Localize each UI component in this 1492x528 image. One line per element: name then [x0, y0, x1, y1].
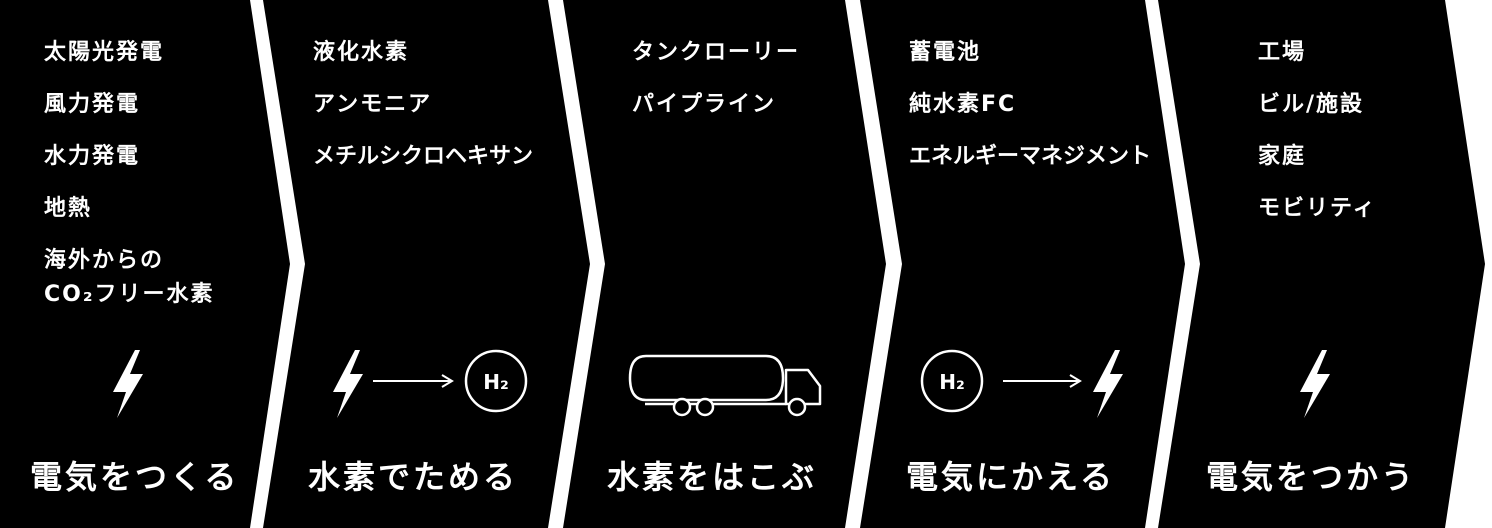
lightning-icon: [1093, 350, 1123, 418]
lightning-icon: [113, 350, 143, 418]
list-item: エネルギーマネジメント: [909, 144, 1152, 169]
list-item: ビル/施設: [1258, 92, 1365, 117]
step-1-items: 太陽光発電 風力発電 水力発電 地熱 海外からの CO₂フリー水素: [44, 40, 214, 334]
list-item: 海外からの: [44, 248, 165, 273]
list-item: タンクローリー: [632, 40, 801, 65]
list-item: 家庭: [1258, 144, 1307, 169]
chevron-5: [1158, 0, 1485, 528]
h2-circle-icon: H₂: [920, 349, 984, 413]
chevron-3: [563, 0, 886, 528]
list-item: CO₂フリー水素: [44, 282, 215, 307]
list-item: パイプライン: [632, 92, 777, 117]
step-4-items: 蓄電池 純水素FC エネルギーマネジメント: [909, 40, 1151, 196]
step-2-items: 液化水素 アンモニア メチルシクロヘキサン: [313, 40, 533, 196]
list-item: 液化水素: [313, 40, 410, 65]
step-5-title: 電気をつかう: [1206, 458, 1417, 496]
list-item: メチルシクロヘキサン: [313, 144, 534, 169]
arrow-icon: [373, 374, 454, 388]
step-3-items: タンクローリー パイプライン: [632, 40, 800, 144]
step-3-title: 水素をはこぶ: [607, 458, 818, 496]
step-4-title: 電気にかえる: [906, 458, 1116, 496]
list-item: 蓄電池: [909, 40, 982, 65]
h2-label: H₂: [939, 370, 965, 394]
chevron-4: [860, 0, 1185, 528]
list-item: 工場: [1258, 40, 1307, 65]
lightning-icon: [1300, 350, 1330, 418]
step-5-items: 工場 ビル/施設 家庭 モビリティ: [1258, 40, 1377, 248]
truck-icon: [628, 354, 822, 417]
list-item: モビリティ: [1258, 196, 1377, 221]
h2-label: H₂: [483, 370, 509, 394]
h2-circle-icon: H₂: [464, 349, 528, 413]
chevron-1: [0, 0, 290, 528]
step-2-title: 水素でためる: [308, 458, 519, 496]
list-item: 太陽光発電: [44, 40, 165, 65]
lightning-icon: [333, 350, 363, 418]
list-item: 風力発電: [44, 92, 141, 117]
step-1-title: 電気をつくる: [30, 458, 240, 496]
list-item: 純水素FC: [909, 92, 1017, 117]
arrow-icon: [1003, 374, 1082, 388]
list-item: アンモニア: [313, 92, 433, 117]
list-item: 地熱: [44, 196, 93, 221]
list-item: 水力発電: [44, 144, 141, 169]
